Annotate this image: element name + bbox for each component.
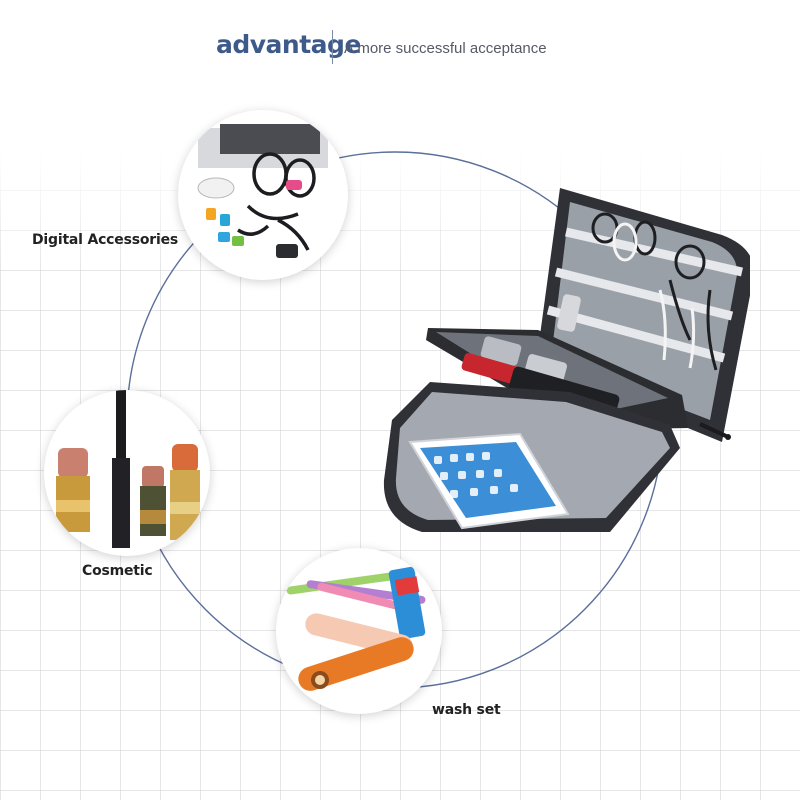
cables-icon bbox=[197, 124, 328, 258]
category-label-digital-accessories: Digital Accessories bbox=[32, 232, 178, 248]
page-title: advantage bbox=[216, 30, 361, 59]
toothbrush-icon bbox=[286, 566, 426, 691]
wash-set-bubble bbox=[276, 548, 442, 714]
lipstick-icon bbox=[56, 390, 200, 548]
cosmetic-bubble bbox=[44, 390, 210, 556]
digital-accessories-bubble bbox=[178, 110, 348, 280]
page-subtitle: A more successful acceptance bbox=[344, 40, 547, 57]
category-label-wash-set: wash set bbox=[432, 702, 501, 718]
category-label-cosmetic: Cosmetic bbox=[82, 563, 153, 579]
organizer-bag-image bbox=[383, 188, 750, 532]
title-divider bbox=[332, 30, 333, 64]
header: advantage A more successful acceptance bbox=[0, 28, 800, 68]
